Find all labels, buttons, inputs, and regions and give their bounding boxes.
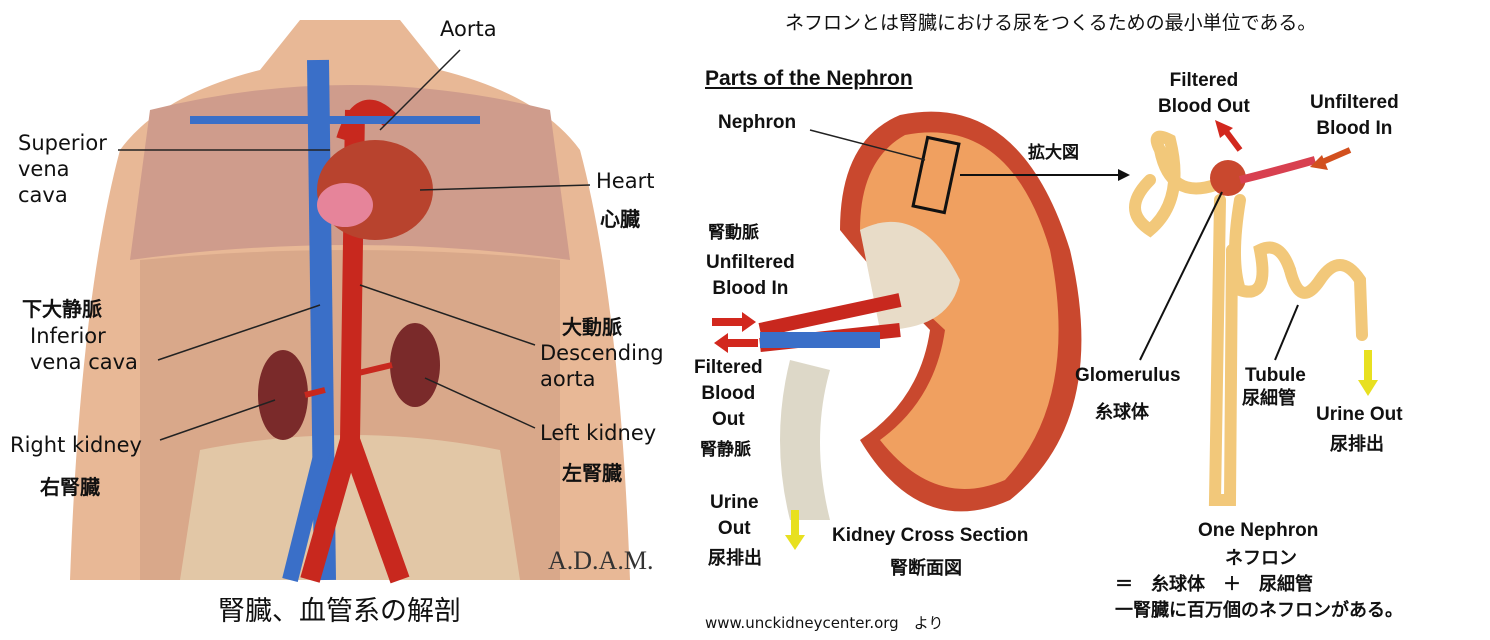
right-kidney-shape — [258, 350, 308, 440]
label-glomerulus-jp: 糸球体 — [1095, 402, 1149, 423]
label-one-nephron: One Nephron — [1198, 520, 1319, 541]
label-right-kidney: Right kidney — [10, 433, 142, 457]
label-line: Superior — [18, 131, 107, 155]
label-line: Filtered — [694, 357, 763, 378]
nephron-count-note: 一腎臓に百万個のネフロンがある。 — [1115, 600, 1403, 621]
magnify-box — [911, 135, 961, 215]
left-kidney-shape — [390, 323, 440, 407]
label-line: aorta — [540, 367, 596, 391]
label-right-kidney-jp: 右腎臓 — [40, 475, 100, 499]
label-line: Out — [717, 518, 751, 539]
label-line: Blood Out — [1158, 96, 1250, 117]
nephron-equation: ＝ 糸球体 ＋ 尿細管 — [1115, 574, 1313, 595]
label-line: Descending — [540, 341, 664, 365]
page-title: ネフロンとは腎臓における尿をつくるための最小単位である。 — [785, 12, 1317, 34]
label-left-kidney-jp: 左腎臓 — [562, 461, 622, 485]
label-left-kidney: Left kidney — [540, 421, 657, 445]
label-nephron-unfiltered-blood-in: Unfiltered Blood In — [1310, 90, 1399, 142]
glomerulus-shape — [1210, 160, 1246, 196]
label-kidney-cross-section: Kidney Cross Section — [832, 525, 1029, 546]
label-ivc-jp: 下大静脈 — [22, 297, 102, 321]
label-nephron-urine-out: Urine Out — [1316, 404, 1403, 425]
label-tubule: Tubule — [1245, 365, 1306, 386]
label-line: Blood In — [1316, 118, 1393, 139]
label-descending-aorta-jp: 大動脈 — [562, 315, 622, 339]
label-renal-artery-jp: 腎動脈 — [708, 223, 759, 243]
nephron-tubule — [1129, 130, 1368, 506]
label-line: Blood In — [712, 278, 789, 299]
adam-logo: A.D.A.M. — [548, 546, 654, 575]
nephron-heading: Parts of the Nephron — [705, 67, 913, 90]
label-filtered-blood-out: Filtered Blood Out — [694, 355, 763, 433]
label-descending-aorta: Descending aorta — [540, 340, 664, 392]
label-urine-out: Urine Out — [710, 490, 759, 542]
label-line: Unfiltered — [706, 252, 795, 273]
label-unfiltered-blood-in: Unfiltered Blood In — [706, 250, 795, 302]
label-line: cava — [18, 183, 68, 207]
label-line: Filtered — [1169, 70, 1239, 91]
label-nephron-filtered-blood-out: Filtered Blood Out — [1158, 68, 1250, 120]
label-line: Unfiltered — [1310, 92, 1399, 113]
label-line: Out — [711, 409, 745, 430]
label-inferior-vena-cava: Inferior vena cava — [30, 323, 138, 375]
label-urine-out-jp: 尿排出 — [708, 548, 762, 569]
label-line: Urine — [710, 492, 759, 513]
label-aorta: Aorta — [440, 17, 497, 41]
label-nephron: Nephron — [718, 112, 797, 133]
source-credit: www.unckidneycenter.org より — [705, 614, 944, 632]
label-magnified: 拡大図 — [1028, 143, 1079, 163]
label-glomerulus: Glomerulus — [1075, 365, 1181, 386]
label-line: vena cava — [30, 350, 138, 374]
label-line: Blood — [701, 383, 756, 404]
label-nephron-urine-out-jp: 尿排出 — [1330, 434, 1384, 455]
label-line: Inferior — [30, 324, 106, 348]
left-caption: 腎臓、血管系の解剖 — [218, 596, 461, 627]
label-one-nephron-jp: ネフロン — [1225, 548, 1297, 569]
label-heart-jp: 心臓 — [600, 207, 640, 231]
label-line: vena — [18, 157, 70, 181]
label-tubule-jp: 尿細管 — [1242, 388, 1296, 409]
label-renal-vein-jp: 腎静脈 — [700, 440, 751, 460]
label-heart: Heart — [596, 169, 655, 193]
label-kidney-cross-section-jp: 腎断面図 — [890, 558, 962, 579]
label-superior-vena-cava: Superior vena cava — [18, 130, 107, 208]
